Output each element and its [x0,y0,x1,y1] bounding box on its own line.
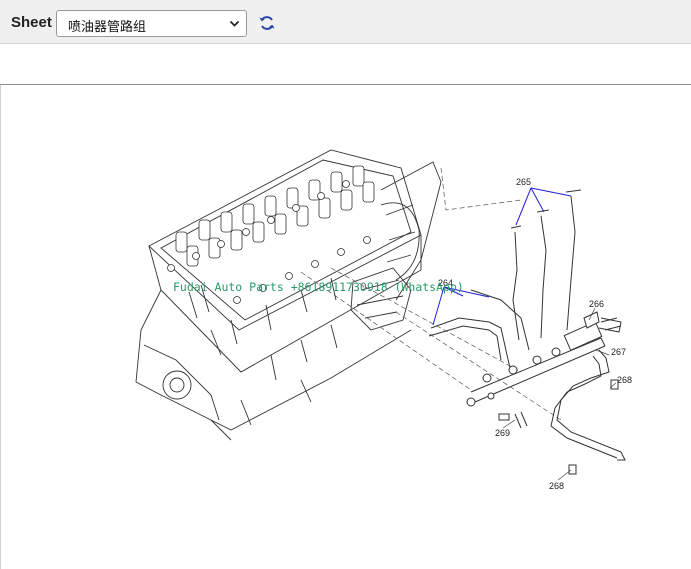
callout-leaders [432,187,572,326]
watermark-text: Fudai Auto Parts +8618911730918 (WhatsAp… [173,280,464,294]
callout-268-upper: 268 [617,375,632,385]
valve-train-drawing [175,165,375,267]
sheet-select-value: 喷油器管路组 [68,20,147,35]
construction-lines [300,167,562,421]
callout-269: 269 [495,428,510,438]
refresh-icon[interactable] [258,14,276,32]
engine-block-drawing [135,149,442,441]
callout-265: 265 [516,177,531,187]
callout-leaders-thin [502,307,617,481]
toolbar-divider [0,84,691,85]
callout-268-lower: 268 [549,481,564,491]
head-bolts-drawing [167,180,371,304]
callout-266: 266 [589,299,604,309]
fuel-rail-drawing [428,189,626,475]
chevron-down-icon [229,20,240,27]
callout-267: 267 [611,347,626,357]
callout-264: 264 [438,278,453,288]
sheet-label: Sheet [11,14,52,31]
sheet-select[interactable]: 喷油器管路组 [56,10,247,37]
parts-diagram: 265 264 266 267 268 268 269 Fudai Auto P… [135,149,632,491]
diagram-canvas: 265 264 266 267 268 268 269 Fudai Auto P… [0,85,691,569]
toolbar: Sheet 喷油器管路组 [0,0,691,44]
